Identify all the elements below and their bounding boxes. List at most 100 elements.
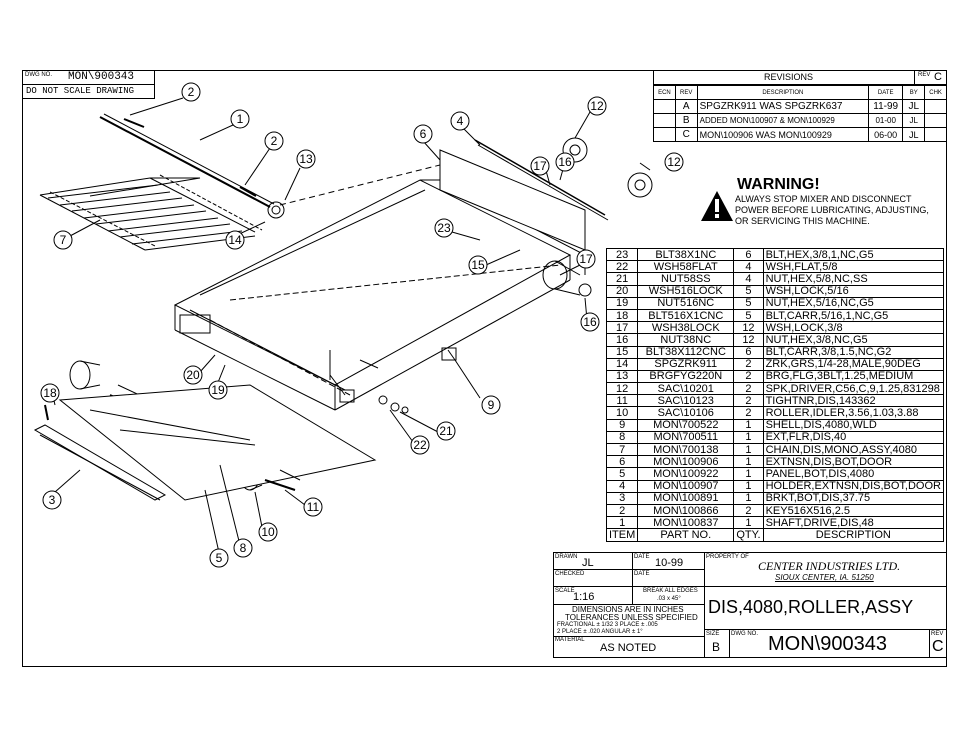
material-label: MATERIAL bbox=[555, 637, 585, 643]
sprocket bbox=[627, 172, 653, 198]
callout-bubble bbox=[303, 497, 323, 517]
tolerance-line-2: 2 PLACE ± .020 ANGULAR ± 1° bbox=[557, 629, 643, 635]
callout-label: 17 bbox=[579, 252, 593, 266]
callout-label: 16 bbox=[558, 155, 572, 169]
callout-label: 7 bbox=[59, 233, 67, 247]
table-row: C MON\100906 WAS MON\100929 06-00 JL bbox=[653, 127, 947, 142]
bom-item: 7 bbox=[605, 442, 639, 457]
callout-label: 11 bbox=[306, 500, 320, 514]
callout-label: 13 bbox=[299, 152, 313, 166]
callout-label: 12 bbox=[667, 155, 681, 169]
table-row: A SPGZRK911 WAS SPGZRK637 11-99 JL bbox=[653, 99, 947, 114]
callout-label: 2 bbox=[270, 134, 278, 148]
do-not-scale-box bbox=[22, 84, 155, 99]
company-name: CENTER INDUSTRIES LTD. bbox=[758, 559, 901, 573]
callout-bubble bbox=[413, 124, 433, 144]
callout-label: 22 bbox=[413, 438, 427, 452]
rev-description: MON\100906 WAS MON\100929 bbox=[696, 127, 870, 142]
do-not-scale-note: DO NOT SCALE DRAWING bbox=[26, 86, 135, 96]
callout-bubble bbox=[209, 548, 229, 568]
callout-label: 18 bbox=[43, 386, 57, 400]
company-city: SIOUX CENTER, IA. 51250 bbox=[775, 573, 874, 582]
callout-bubble bbox=[587, 96, 607, 116]
callout-label: 23 bbox=[437, 221, 451, 235]
header-rev-label: REV bbox=[918, 72, 931, 78]
bom-column-header: QTY. bbox=[733, 528, 764, 542]
bom-qty: 12 bbox=[733, 333, 764, 347]
callout-label: 19 bbox=[211, 383, 225, 397]
rev-box bbox=[929, 629, 947, 658]
date-label: DATE bbox=[634, 554, 650, 560]
callout-label: 6 bbox=[419, 127, 427, 141]
warning-icon bbox=[701, 191, 733, 221]
callout-label: 8 bbox=[239, 541, 247, 555]
dimensions-note: DIMENSIONS ARE IN INCHES bbox=[572, 605, 684, 614]
drawn-date: 10-99 bbox=[655, 557, 684, 569]
header-rev-box bbox=[914, 70, 947, 85]
warning-title: WARNING! bbox=[737, 176, 820, 193]
callout-label: 9 bbox=[487, 398, 495, 412]
rev-date: 06-00 bbox=[868, 127, 904, 142]
callout-label: 14 bbox=[228, 233, 242, 247]
bom-column-header: ITEM bbox=[605, 528, 639, 542]
warning-line-1: ALWAYS STOP MIXER AND DISCONNECT bbox=[735, 194, 912, 204]
callout-bubble bbox=[576, 249, 596, 269]
header-rev: C bbox=[934, 71, 942, 83]
bom-item: 8 bbox=[605, 430, 639, 445]
rev-label-tb: REV bbox=[931, 631, 944, 637]
bom-column-header: DESCRIPTION bbox=[762, 528, 945, 542]
callout-label: 12 bbox=[590, 99, 604, 113]
chain-assembly bbox=[39, 174, 263, 251]
callout-label: 17 bbox=[533, 159, 547, 173]
callout-bubble bbox=[258, 522, 278, 542]
callout-bubble bbox=[230, 109, 250, 129]
property-label: PROPERTY OF bbox=[706, 554, 749, 560]
callout-bubble bbox=[183, 365, 203, 385]
discharge-shell bbox=[173, 179, 586, 411]
warning-line-3: OR SERVICING THIS MACHINE. bbox=[735, 216, 870, 226]
date2-label: DATE bbox=[634, 571, 650, 577]
bom-qty: 5 bbox=[733, 296, 764, 310]
bottom-panel bbox=[58, 384, 377, 501]
title-block-dwg-number: MON\900343 bbox=[768, 633, 887, 655]
scale-label: SCALE bbox=[555, 588, 575, 594]
table-row: B ADDED MON\100907 & MON\100929 01-00 JL bbox=[653, 113, 947, 128]
callout-label: 5 bbox=[215, 551, 223, 565]
callout-bubble bbox=[225, 230, 245, 250]
callout-bubble bbox=[468, 255, 488, 275]
callout-label: 4 bbox=[456, 114, 464, 128]
dwg-no-label: DWG NO. bbox=[25, 72, 52, 78]
title-block-rev: C bbox=[932, 638, 944, 655]
callout-bubble bbox=[481, 395, 501, 415]
callout-bubble bbox=[410, 435, 430, 455]
callout-label: 15 bbox=[471, 258, 485, 272]
callout-bubble bbox=[233, 538, 253, 558]
callout-bubble bbox=[40, 383, 60, 403]
callout-label: 20 bbox=[186, 368, 200, 382]
callout-bubble bbox=[436, 421, 456, 441]
callout-bubble bbox=[450, 111, 470, 131]
bottom-bracket bbox=[33, 424, 167, 501]
header-dwg-number: MON\900343 bbox=[68, 71, 135, 83]
callout-label: 1 bbox=[236, 112, 244, 126]
callout-bubble bbox=[208, 380, 228, 400]
drawing-sheet bbox=[22, 70, 947, 667]
break-edges-1: BREAK ALL EDGES bbox=[643, 588, 698, 594]
warning-line-2: POWER BEFORE LUBRICATING, ADJUSTING, bbox=[735, 205, 929, 215]
callout-bubble bbox=[264, 131, 284, 151]
break-edges-2: .03 x 45° bbox=[657, 596, 681, 602]
callout-bubble bbox=[664, 152, 684, 172]
